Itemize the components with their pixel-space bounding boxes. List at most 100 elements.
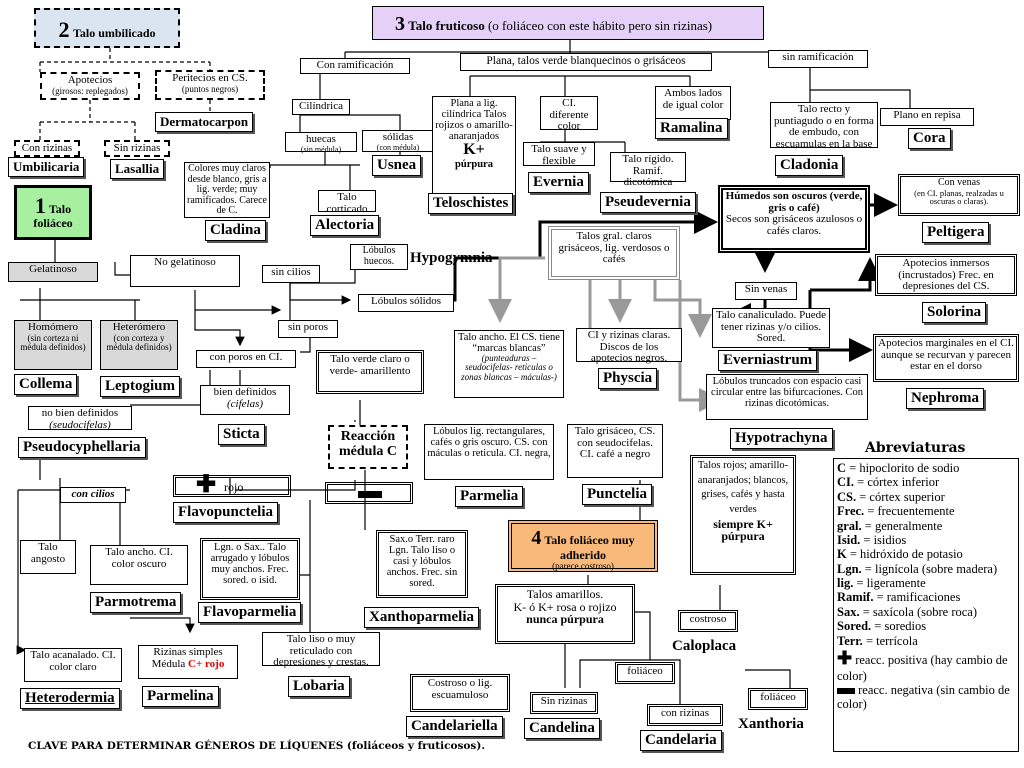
genus-caloplaca[interactable]: Caloplaca <box>672 638 737 654</box>
node-label: foliáceo <box>760 691 796 703</box>
node-label: Heterómero <box>112 321 166 333</box>
abbrev-row: Ramif. = ramificaciones <box>837 590 1015 604</box>
genus-punctelia[interactable]: Punctelia <box>582 484 652 505</box>
node-label: Plano en repisa <box>893 109 961 121</box>
node-costroso: costroso <box>678 610 738 632</box>
abbrev-value: = terrícola <box>862 633 918 648</box>
genus-parmelina[interactable]: Parmelina <box>142 686 219 707</box>
node-label: Talo rígido. Ramif. dicotómica <box>622 153 674 189</box>
node-sublabel: siempre K+ púrpura <box>713 516 773 544</box>
node-label: Colores muy claros desde blanco, gris a … <box>187 163 267 216</box>
genus-candelariella[interactable]: Candelariella <box>406 716 503 737</box>
node-label: CI y rizinas claras. Discos de los apote… <box>587 329 671 365</box>
abbrev-key: Sored. <box>837 619 872 634</box>
node-foliaceo-1: foliáceo <box>615 662 675 684</box>
genus-hypogymnia[interactable]: Hypogymnia <box>410 250 493 266</box>
genus-alectoria[interactable]: Alectoria <box>310 215 380 236</box>
genus-flavoparmelia[interactable]: Flavoparmelia <box>198 602 302 623</box>
node-label: sin ramificación <box>782 51 854 63</box>
node-number: 2 <box>58 17 70 42</box>
abbrev-key: gral. <box>837 518 862 533</box>
node-label: Sin rizinas <box>113 142 161 154</box>
node-heteromero: Heterómero (con corteza y médula definid… <box>100 320 178 370</box>
abbrev-row: Lgn. = lignícola (sobre madera) <box>837 562 1015 576</box>
node-label: Lóbulos lig. rectangulares, cafés o gris… <box>427 426 551 460</box>
genus-candelina[interactable]: Candelina <box>524 718 600 739</box>
abbrev-row: C = hipoclorito de sodio <box>837 461 1015 475</box>
abbrev-value: = saxícola (sobre roca) <box>859 604 977 619</box>
node-label: huecas <box>306 133 336 145</box>
genus-evernia[interactable]: Evernia <box>528 172 589 193</box>
node-label: Talo foliáceo <box>33 202 73 231</box>
node-label: Talo foliáceo muy adherido <box>544 533 635 562</box>
abbrev-row: gral. = generalmente <box>837 519 1015 533</box>
genus-xanthoria[interactable]: Xanthoria <box>738 716 804 732</box>
genus-parmelia[interactable]: Parmelia <box>455 486 524 507</box>
genus-hypotrachyna[interactable]: Hypotrachyna <box>730 428 833 449</box>
node-label: Sin venas <box>744 283 788 295</box>
genus-dermatocarpon[interactable]: Dermatocarpon <box>155 112 254 132</box>
genus-collema[interactable]: Collema <box>14 374 78 395</box>
node-sublabel: Médula <box>151 657 186 670</box>
abbrev-row: Terr. = terrícola <box>837 634 1015 648</box>
genus-lasallia[interactable]: Lasallia <box>110 159 165 179</box>
node-label: Talo corticado <box>326 191 368 215</box>
node-label: Rizinas simples <box>153 646 223 658</box>
genus-cora[interactable]: Cora <box>908 128 951 149</box>
genus-cladonia[interactable]: Cladonia <box>775 155 844 176</box>
genus-cladina[interactable]: Cladina <box>205 220 266 241</box>
genus-heterodermia[interactable]: Heterodermia <box>20 688 120 709</box>
genus-flavopunctelia[interactable]: Flavopunctelia <box>173 502 279 523</box>
node-no-bien-definidos: no bien definidos (seudocifelas) <box>28 406 132 430</box>
node-label: Talo grisáceo, CS. con seudocifelas. CI.… <box>574 425 656 461</box>
genus-peltigera[interactable]: Peltigera <box>922 222 990 243</box>
node-label: bien definidos <box>213 386 277 398</box>
plus-icon: ✚ <box>196 472 217 498</box>
node-con-poros: con poros en CI. <box>196 350 296 368</box>
rojo-label: rojo <box>224 480 244 494</box>
genus-candelaria[interactable]: Candelaria <box>640 730 722 751</box>
genus-everniastrum[interactable]: Everniastrum <box>718 350 818 371</box>
node-label: con poros en CI. <box>209 351 283 363</box>
genus-pseudevernia[interactable]: Pseudevernia <box>600 192 696 213</box>
node-label: Talo verde claro o verde- amarillento <box>329 353 411 377</box>
node-sublabel: (con médula) <box>376 142 420 152</box>
node-plano-repisa: Plano en repisa <box>880 108 974 126</box>
minus-icon <box>358 491 382 498</box>
genus-physcia[interactable]: Physcia <box>598 368 658 389</box>
node-talos-amarillos: Talos amarillos. K- ó K+ rosa o rojizo n… <box>495 584 635 644</box>
node-label: Gelatinoso <box>29 263 77 275</box>
genus-solorina[interactable]: Solorina <box>922 302 987 323</box>
genus-lobaria[interactable]: Lobaria <box>288 676 350 697</box>
node-sublabel: (en CI. planas, realzadas u oscuras o cl… <box>914 187 1004 207</box>
node-talo-ancho-ci: Talo ancho. CI. color oscuro <box>90 545 188 585</box>
genus-usnea[interactable]: Usnea <box>372 155 422 176</box>
node-con-venas: Con venas (en CI. planas, realzadas u os… <box>898 174 1020 216</box>
genus-pseudocyphellaria[interactable]: Pseudocyphellaria <box>18 437 146 458</box>
abbrev-row: lig. = ligeramente <box>837 576 1015 590</box>
genus-umbilicaria[interactable]: Umbilicaria <box>8 157 85 177</box>
genus-ramalina[interactable]: Ramalina <box>655 118 728 139</box>
abbrev-key: Ramif. <box>837 590 874 605</box>
genus-sticta[interactable]: Sticta <box>218 424 265 445</box>
abbrev-key: lig. <box>837 576 854 590</box>
plus-sign-box: ✚ rojo <box>173 472 291 498</box>
node-sublabel: (cifelas) <box>226 397 264 410</box>
abbrev-value: = ligeramente <box>853 576 926 590</box>
abbrev-key: Sax. <box>837 604 860 619</box>
node-talo-liso: Talo liso o muy reticulado con depresion… <box>262 632 380 668</box>
genus-xanthoparmelia[interactable]: Xanthoparmelia <box>364 607 479 628</box>
genus-leptogium[interactable]: Leptogium <box>100 376 181 397</box>
genus-teloschistes[interactable]: Teloschistes <box>428 193 514 214</box>
genus-nephroma[interactable]: Nephroma <box>906 388 985 409</box>
node-label: no bien definidos <box>41 407 119 419</box>
node-label: Con rizinas <box>21 142 73 154</box>
node-solidas: sólidas (con médula) <box>362 130 434 152</box>
node-sublabel: (girosos: replegados) <box>52 85 128 96</box>
node-label: Plana, talos verde blanquecinos o grisác… <box>486 55 686 67</box>
node-label: Homómero <box>27 321 79 333</box>
legend-plus: ✚ reacc. positiva (hay cambio de color) <box>837 648 1015 683</box>
node-sublabel: (seudocifelas) <box>49 418 111 431</box>
genus-parmotrema[interactable]: Parmotrema <box>90 592 182 613</box>
